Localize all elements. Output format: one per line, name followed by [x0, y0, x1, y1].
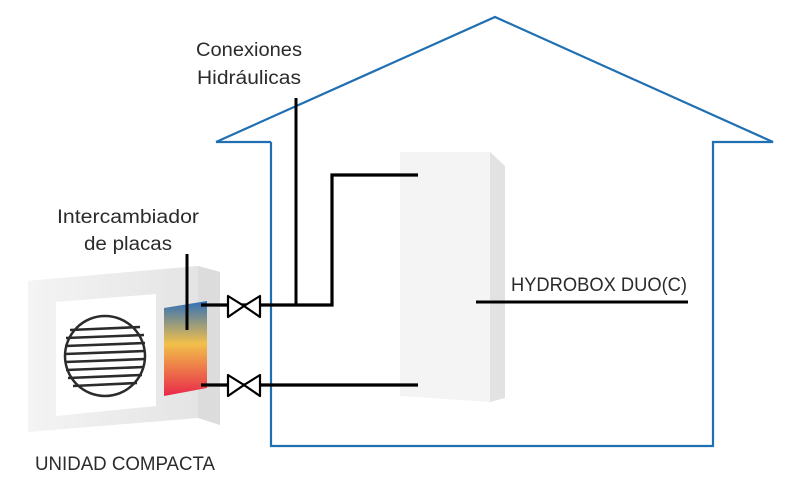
plate-heat-exchanger: [164, 301, 207, 396]
valve-upper-icon: [226, 294, 262, 319]
label-intercambiador-line1: Intercambiador: [57, 207, 200, 228]
house-outline: [215, 15, 774, 448]
pipe-upper: [201, 173, 418, 307]
fan-grille-icon: [63, 314, 147, 398]
label-hydrobox: HYDROBOX DUO(C): [511, 275, 687, 296]
label-conexiones-line1: Conexiones: [196, 40, 302, 61]
hydrobox-unit: [400, 152, 505, 402]
label-conexiones-line2: Hidráulicas: [197, 68, 301, 89]
valve-lower-icon: [226, 373, 262, 398]
label-unidad-compacta: UNIDAD COMPACTA: [35, 454, 215, 475]
compact-unit: [28, 266, 220, 432]
label-intercambiador-line2: de placas: [84, 234, 172, 255]
